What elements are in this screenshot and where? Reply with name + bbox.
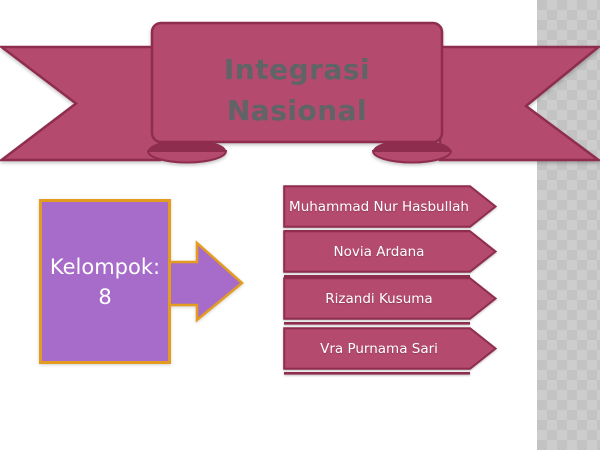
ribbon-right-curl (371, 139, 453, 164)
member-banner: Rizandi Kusuma (283, 277, 497, 325)
member-banner-shape (283, 230, 497, 278)
title-line-2: Nasional (226, 94, 368, 127)
member-banner-shape (283, 327, 497, 375)
group-box (39, 199, 171, 364)
ribbon-right-wing (438, 45, 600, 162)
member-banner: Novia Ardana (283, 230, 497, 278)
member-banner-shadow-line (284, 372, 470, 375)
group-box-label: Kelompok: 8 (40, 200, 170, 363)
ribbon-panel (150, 21, 444, 144)
title-ribbon (0, 21, 600, 164)
member-banner: Vra Purnama Sari (283, 327, 497, 375)
member-banner-shape (283, 277, 497, 325)
group-label-line-2: 8 (98, 284, 112, 309)
member-banner-shadow-line (284, 275, 470, 278)
member-name-label: Novia Ardana (333, 243, 425, 260)
right-arrow-shape (166, 240, 244, 323)
title-line-1: Integrasi (223, 53, 371, 86)
group-label-line-1: Kelompok: (49, 254, 161, 279)
ribbon-left-curl (146, 139, 228, 164)
slide-title: Integrasi Nasional (152, 49, 442, 131)
member-name-label: Muhammad Nur Hasbullah (289, 198, 469, 215)
member-name-label: Vra Purnama Sari (320, 340, 438, 357)
member-banner: Muhammad Nur Hasbullah (283, 185, 497, 233)
member-name-label: Rizandi Kusuma (325, 290, 433, 307)
member-banner-shadow-line (284, 322, 470, 325)
